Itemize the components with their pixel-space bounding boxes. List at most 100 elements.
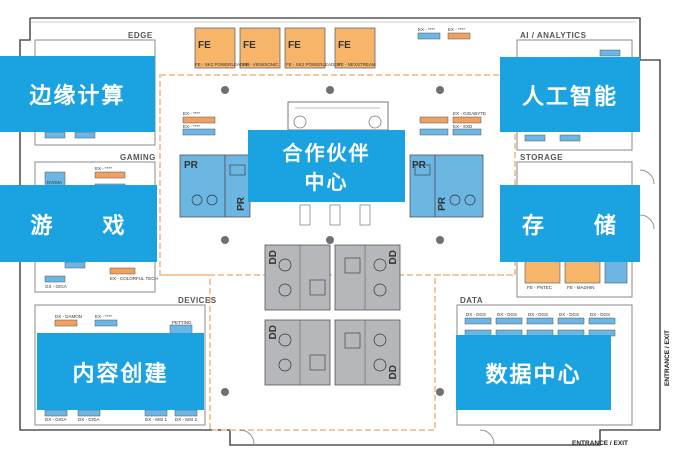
ex-booth bbox=[182, 116, 216, 124]
section-label-gaming: GAMING bbox=[120, 153, 156, 162]
callout-edge-computing: 边缘计算 bbox=[0, 56, 155, 132]
callout-partner-line1: 合作伙伴 bbox=[282, 141, 371, 165]
fe-code: FE bbox=[198, 40, 211, 51]
door-arc bbox=[639, 169, 655, 185]
pr-code: PR bbox=[184, 160, 198, 171]
ex-booth-label: EX - **** bbox=[183, 111, 201, 116]
dd-code: DD bbox=[388, 250, 399, 265]
gaming-booth-label: EX - COLORFUL TECH bbox=[110, 276, 158, 281]
devices-booth-label: PETTING bbox=[172, 320, 192, 325]
section-label-edge: EDGE bbox=[128, 31, 153, 40]
callout-storage: 存 储 bbox=[500, 185, 640, 262]
devices-booth-label: DX - GIGA bbox=[45, 417, 67, 422]
pillars bbox=[221, 86, 444, 396]
devices-frame bbox=[34, 304, 206, 426]
gaming-booth bbox=[94, 171, 126, 179]
pr-code: PR bbox=[236, 197, 247, 211]
building-wall bbox=[19, 17, 661, 446]
gaming-booth-label: NVIDIA bbox=[47, 180, 63, 185]
fe-booth bbox=[334, 27, 376, 69]
section-label-ai: AI / ANALYTICS bbox=[520, 31, 587, 40]
section-label-storage: STORAGE bbox=[520, 153, 563, 162]
entrance-exit-bottom: ENTRANCE / EXIT bbox=[572, 440, 628, 447]
data-booths bbox=[464, 317, 616, 337]
devices-booth bbox=[144, 409, 168, 417]
door-arc bbox=[239, 429, 255, 445]
pr-code: PR bbox=[437, 197, 448, 211]
edge-booth bbox=[44, 131, 66, 139]
dd-code: DD bbox=[388, 365, 399, 380]
section-label-data: DATA bbox=[460, 296, 484, 305]
storage-booth bbox=[564, 257, 601, 284]
ex-booth bbox=[447, 32, 471, 40]
data-booth-label: DX - DGS bbox=[590, 312, 611, 317]
devices-booth bbox=[44, 409, 68, 417]
callout-partner-line2: 中心 bbox=[304, 170, 349, 194]
fe-booth-label: FE - NEXSTREAM bbox=[338, 62, 376, 67]
gaming-booth bbox=[64, 261, 86, 269]
fe-booth-label: FE - VIEWSONIC bbox=[243, 62, 279, 67]
storage-booth bbox=[524, 257, 561, 284]
door-arc bbox=[639, 214, 655, 230]
ex-booth bbox=[452, 116, 482, 124]
callout-ai: 人工智能 bbox=[500, 57, 640, 132]
callout-storage-text: 存 储 bbox=[521, 213, 618, 239]
ex-booth bbox=[182, 128, 216, 136]
ai-booth bbox=[599, 49, 621, 57]
door-arc bbox=[479, 429, 495, 445]
callout-content-creation: 内容创建 bbox=[37, 333, 204, 410]
callout-edge-text: 边缘计算 bbox=[29, 84, 126, 109]
ex-booth bbox=[452, 128, 482, 136]
callout-gaming: 游 戏 bbox=[0, 185, 157, 262]
gaming-booth bbox=[44, 275, 66, 283]
fe-booth-label: FE - SK2 POWERLEADER bbox=[286, 62, 341, 67]
gaming-booth bbox=[109, 267, 136, 275]
fe-booth bbox=[284, 27, 326, 69]
seat bbox=[293, 115, 307, 129]
fe-booths-top bbox=[194, 27, 376, 69]
ex-booth-label: EX - **** bbox=[418, 27, 436, 32]
fe-code: FE bbox=[288, 40, 301, 51]
dd-code: DD bbox=[268, 325, 279, 340]
devices-booth-label: DX - GIGA bbox=[78, 417, 100, 422]
pr-code: PR bbox=[412, 160, 426, 171]
callout-gaming-text: 游 戏 bbox=[30, 213, 127, 239]
section-label-devices: DEVICES bbox=[178, 296, 217, 305]
center-seating bbox=[299, 204, 371, 226]
ex-booth-label: EX - **** bbox=[183, 124, 201, 129]
ex-booth-label: EX - SXD bbox=[453, 124, 473, 129]
fe-code: FE bbox=[243, 40, 256, 51]
callout-creation-text: 内容创建 bbox=[72, 361, 169, 387]
fe-booth bbox=[194, 27, 236, 69]
devices-booth bbox=[94, 319, 118, 327]
entrance-exit-right: ENTRANCE / EXIT bbox=[664, 330, 671, 386]
gaming-booth-label: EX - **** bbox=[95, 166, 113, 171]
ex-booth bbox=[419, 128, 449, 136]
data-booth-label: DX - DGS bbox=[466, 312, 487, 317]
devices-booth bbox=[77, 409, 101, 417]
ex-booth-label: EX - GIGABYTE bbox=[453, 111, 487, 116]
seat bbox=[368, 115, 382, 129]
devices-booth-label: DX - MSI 1 bbox=[145, 417, 168, 422]
devices-booth-label: EX - **** bbox=[95, 314, 113, 319]
devices-booth-label: DX - DAMON bbox=[55, 314, 82, 319]
center-zone-lower bbox=[160, 274, 515, 431]
fe-booth-label: FE - SK2 POWERLEADER bbox=[195, 62, 250, 67]
ex-booth bbox=[417, 32, 441, 40]
devices-booth-label: DX - MSI 2 bbox=[175, 417, 198, 422]
devices-booth bbox=[54, 319, 78, 327]
ai-booth bbox=[524, 134, 546, 142]
ai-booth bbox=[559, 134, 581, 142]
dd-code: DD bbox=[268, 250, 279, 265]
storage-booth-label: FE - MADHIN bbox=[567, 285, 595, 290]
callout-partner-center: 合作伙伴 中心 bbox=[248, 130, 405, 202]
storage-booth-label: FE - PNTEC bbox=[527, 285, 553, 290]
pr-booth-right bbox=[409, 154, 484, 218]
data-booth-label: DX - DGS bbox=[497, 312, 518, 317]
data-booth-label: DX - DGS bbox=[528, 312, 549, 317]
callout-data-center: 数据中心 bbox=[456, 335, 611, 410]
pr-booth-left bbox=[179, 154, 251, 218]
data-booth-label: DX - DGS bbox=[559, 312, 580, 317]
